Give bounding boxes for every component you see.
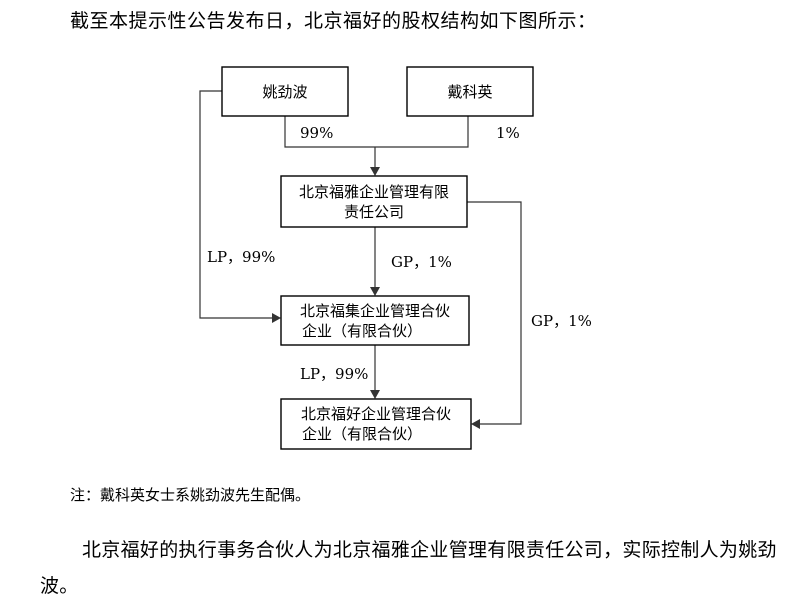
arrowhead-into-fuhao-top (370, 390, 380, 399)
node-yao-label: 姚劲波 (262, 83, 307, 101)
node-fuji-label-line1: 北京福集企业管理合伙 (300, 302, 450, 320)
node-fuhao: 北京福好企业管理合伙 企业（有限合伙） (280, 398, 472, 450)
arrowheads (272, 167, 480, 429)
node-dai: 戴科英 (406, 66, 534, 117)
edge-yao-fuya-line (284, 116, 375, 148)
arrowhead-into-fuhao-right (471, 419, 480, 429)
node-fuhao-label-line2: 企业（有限合伙） (302, 425, 422, 443)
node-fuji: 北京福集企业管理合伙 企业（有限合伙） (280, 295, 470, 346)
edge-dai-fuya-line (375, 116, 469, 148)
node-dai-label: 戴科英 (447, 83, 492, 101)
edge-yao-fuji-line (199, 90, 272, 319)
node-fuya: 北京福雅企业管理有限 责任公司 (280, 175, 468, 228)
node-fuhao-label-line1: 北京福好企业管理合伙 (301, 405, 451, 423)
edge-fuya-fuhao-line (467, 201, 522, 425)
intro-text: 截至本提示性公告发布日，北京福好的股权结构如下图所示： (70, 10, 597, 32)
arrowhead-into-fuji-left (272, 313, 281, 323)
edge-label-fuya-fuji: GP，1% (391, 253, 452, 271)
arrowhead-into-fuji-top (370, 287, 380, 296)
connector-lines (199, 90, 522, 425)
body-paragraph: 北京福好的执行事务合伙人为北京福雅企业管理有限责任公司，实际控制人为姚劲波。 (40, 539, 777, 597)
node-fuya-label-line1: 北京福雅企业管理有限 (299, 183, 449, 201)
edge-label-fuji-fuhao: LP，99% (300, 365, 368, 383)
node-fuya-label-line2: 责任公司 (344, 203, 404, 221)
node-fuji-label-line2: 企业（有限合伙） (302, 322, 422, 340)
ownership-structure-diagram: 姚劲波 戴科英 北京福雅企业管理有限 责任公司 北京福集企业管理合伙 企业（有限… (199, 66, 592, 450)
edge-label-yao-fuji: LP，99% (207, 248, 275, 266)
edge-label-dai-fuya: 1% (496, 124, 520, 142)
footnote: 注：戴科英女士系姚劲波先生配偶。 (70, 486, 311, 504)
edge-label-yao-fuya: 99% (300, 124, 333, 142)
edge-label-fuya-fuhao: GP，1% (531, 312, 592, 330)
node-yao: 姚劲波 (221, 66, 349, 117)
arrowhead-into-fuya (370, 167, 380, 176)
